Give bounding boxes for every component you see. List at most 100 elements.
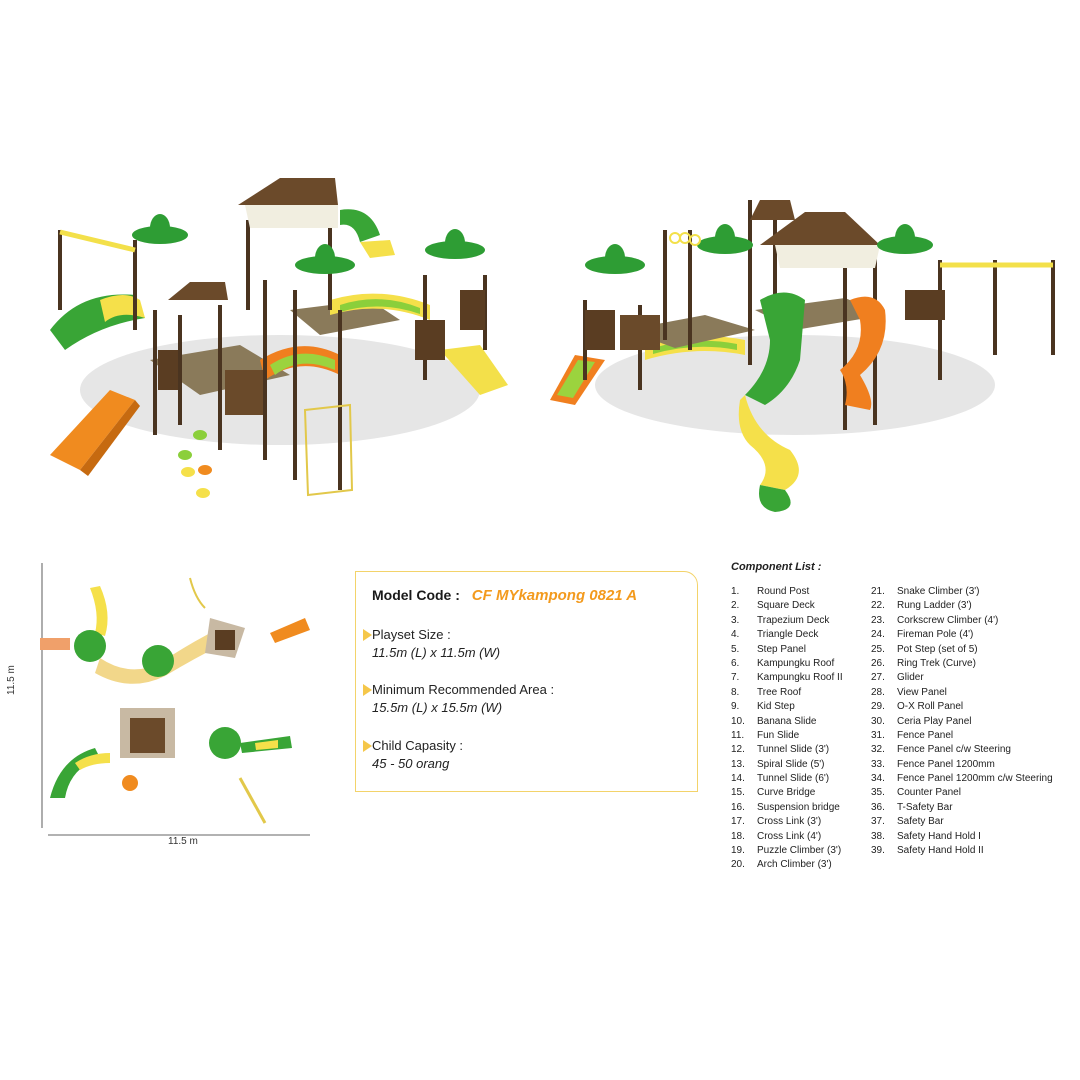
component-name: Ceria Play Panel (897, 715, 972, 727)
component-number: 24. (871, 629, 885, 641)
component-number: 32. (871, 744, 885, 756)
floor-plan (40, 563, 310, 836)
component-name: Pot Step (set of 5) (897, 643, 978, 655)
playset-render-front (50, 178, 508, 498)
component-item: 39.Safety Hand Hold II (871, 844, 1076, 858)
model-code-value: CF MYkampong 0821 A (471, 587, 638, 604)
component-item: 3. Trapezium Deck (731, 614, 871, 628)
component-number: 15. (731, 787, 745, 799)
component-item: 28. View Panel (871, 686, 1076, 700)
spec-child-capacity: Child Capasity : 45 - 50 orang (363, 738, 464, 771)
component-number: 20. (731, 859, 745, 871)
component-name: T-Safety Bar (897, 801, 953, 813)
component-number: 33. (871, 758, 885, 770)
component-name: Arch Climber (3') (757, 859, 832, 871)
component-item: 38. Safety Hand Hold I (871, 830, 1076, 844)
component-item: 18.Cross Link (4') (731, 830, 871, 844)
component-name: Cross Link (4') (757, 830, 822, 842)
spec-min-area: Minimum Recommended Area : 15.5m (L) x 1… (363, 682, 554, 715)
arrow-icon (363, 629, 372, 641)
plan-width-label: 11.5 m (168, 836, 198, 847)
spec-value: 15.5m (L) x 15.5m (W) (372, 700, 503, 715)
spec-box: Model Code : CF MYkampong 0821 A Playset… (355, 571, 698, 792)
component-name: Snake Climber (3') (897, 586, 980, 597)
component-name: Glider (897, 672, 924, 684)
component-number: 13. (731, 758, 745, 770)
spec-label: Playset Size : (372, 627, 451, 642)
component-number: 8. (731, 686, 740, 698)
arrow-icon (363, 684, 372, 696)
component-name: Trapezium Deck (757, 614, 830, 626)
component-number: 22. (871, 600, 885, 612)
component-name: Triangle Deck (757, 629, 819, 641)
component-item: 24. Fireman Pole (4') (871, 628, 1076, 642)
component-item: 35.Counter Panel (871, 786, 1076, 800)
component-number: 19. (731, 845, 745, 857)
component-name: Corkscrew Climber (4') (897, 614, 999, 626)
component-number: 26. (871, 657, 885, 669)
playset-render-back (550, 200, 1055, 512)
component-item: 20. Arch Climber (3') (731, 858, 871, 872)
component-number: 29. (871, 701, 885, 713)
component-name: Safety Hand Hold II (897, 845, 984, 857)
component-item: 4.Triangle Deck (731, 628, 871, 642)
component-list-title: Component List : (731, 561, 822, 573)
component-number: 30. (871, 715, 885, 727)
component-item: 22.Rung Ladder (3') (871, 599, 1076, 613)
component-item: 31.Fence Panel (871, 729, 1076, 743)
component-name: Curve Bridge (757, 787, 816, 799)
component-number: 28. (871, 686, 885, 698)
component-item: 16.Suspension bridge (731, 801, 871, 815)
component-name: View Panel (897, 686, 947, 698)
component-name: Safety Hand Hold I (897, 830, 981, 842)
component-number: 9. (731, 701, 740, 713)
component-list-col-2: 21. Snake Climber (3') 22.Rung Ladder (3')… (871, 585, 1076, 858)
component-name: O-X Roll Panel (897, 701, 964, 713)
component-item: 12.Tunnel Slide (3') (731, 743, 871, 757)
component-number: 10. (731, 715, 745, 727)
component-item: 14.Tunnel Slide (6') (731, 772, 871, 786)
component-number: 6. (731, 657, 740, 669)
component-item: 8.Tree Roof (731, 686, 871, 700)
component-name: Fun Slide (757, 729, 800, 741)
component-item: 10. Banana Slide (731, 715, 871, 729)
component-number: 1. (731, 586, 740, 597)
plan-height-label: 11.5 m (6, 665, 17, 695)
component-item: 13.Spiral Slide (5') (731, 758, 871, 772)
component-number: 17. (731, 816, 745, 828)
component-number: 5. (731, 643, 740, 655)
component-item: 25. Pot Step (set of 5) (871, 643, 1076, 657)
component-item: 32. Fence Panel c/w Steering (871, 743, 1076, 757)
component-number: 3. (731, 614, 740, 626)
component-name: Tunnel Slide (6') (757, 773, 830, 785)
component-number: 25. (871, 643, 885, 655)
component-name: Counter Panel (897, 787, 961, 799)
component-item: 34.Fence Panel 1200mm c/w Steering (871, 772, 1076, 786)
component-number: 7. (731, 672, 740, 684)
component-name: Cross Link (3') (757, 816, 822, 828)
component-name: Round Post (757, 586, 810, 597)
component-name: Fireman Pole (4') (897, 629, 974, 641)
component-item: 23. Corkscrew Climber (4') (871, 614, 1076, 628)
component-name: Suspension bridge (757, 801, 840, 813)
component-item: 11. Fun Slide (731, 729, 871, 743)
component-item: 21. Snake Climber (3') (871, 585, 1076, 599)
component-number: 23. (871, 614, 885, 626)
component-item: 15. Curve Bridge (731, 786, 871, 800)
spec-playset-size: Playset Size : 11.5m (L) x 11.5m (W) (363, 627, 500, 660)
component-item: 30. Ceria Play Panel (871, 715, 1076, 729)
component-name: Fence Panel (897, 729, 954, 741)
component-name: Fence Panel c/w Steering (897, 744, 1011, 756)
component-number: 38. (871, 830, 885, 842)
component-number: 36. (871, 801, 885, 813)
spec-label: Child Capasity : (372, 738, 464, 753)
component-name: Kampungku Roof (757, 657, 835, 669)
model-line: Model Code : CF MYkampong 0821 A (372, 587, 637, 604)
component-name: Puzzle Climber (3') (757, 845, 842, 857)
component-name: Banana Slide (757, 715, 817, 727)
component-number: 37. (871, 816, 885, 828)
component-number: 11. (731, 729, 745, 741)
component-number: 21. (871, 586, 885, 597)
spec-value: 45 - 50 orang (372, 756, 450, 771)
